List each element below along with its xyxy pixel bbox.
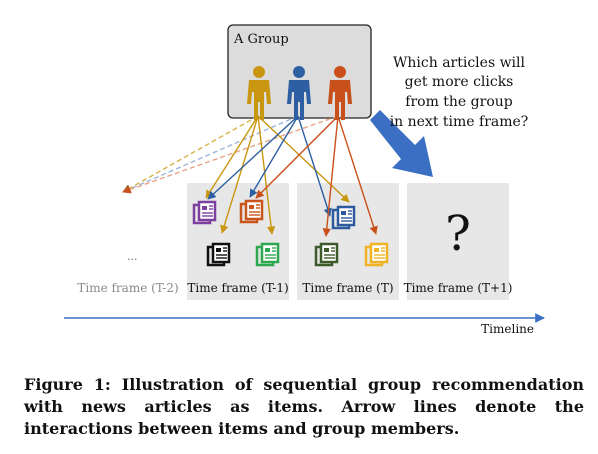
frame-panel-t+1 — [407, 183, 509, 300]
arrow-b-2 — [249, 115, 299, 198]
unknown-frame-symbol: ? — [445, 206, 471, 262]
frame-label-t: Time frame (T) — [302, 281, 393, 295]
arrow-b-1 — [207, 115, 299, 200]
question-line-4: in next time frame? — [390, 114, 529, 130]
frame-label-t+1: Time frame (T+1) — [404, 281, 513, 295]
frame-label-t-1: Time frame (T-1) — [187, 281, 288, 295]
history-arrow-3 — [122, 115, 339, 194]
arrow-y-2 — [220, 115, 259, 234]
arrow-y-4 — [257, 115, 276, 235]
question-line-3: from the group — [405, 94, 513, 110]
arrow-y-1 — [205, 115, 259, 199]
arrow-o-1 — [255, 115, 339, 199]
history-arrow-1 — [122, 115, 259, 193]
group-label: A Group — [233, 32, 289, 47]
question-line-1: Which articles will — [393, 55, 526, 71]
interaction-arrows — [205, 115, 378, 237]
arrow-o-2 — [322, 115, 339, 237]
history-arrow-2 — [122, 115, 299, 193]
earlier-frames-ellipsis: ... — [127, 250, 138, 263]
timeline-label: Timeline — [481, 322, 534, 336]
history-arrows — [122, 115, 339, 194]
frame-label-t-2: Time frame (T-2) — [77, 281, 178, 295]
arrow-y-3 — [257, 115, 350, 203]
prediction-arrow — [370, 110, 433, 177]
question-line-2: get more clicks — [405, 74, 514, 90]
arrow-b-3 — [297, 115, 332, 217]
arrow-o-3 — [337, 115, 378, 235]
figure-caption: Figure 1: Illustration of sequential gro… — [24, 375, 584, 438]
